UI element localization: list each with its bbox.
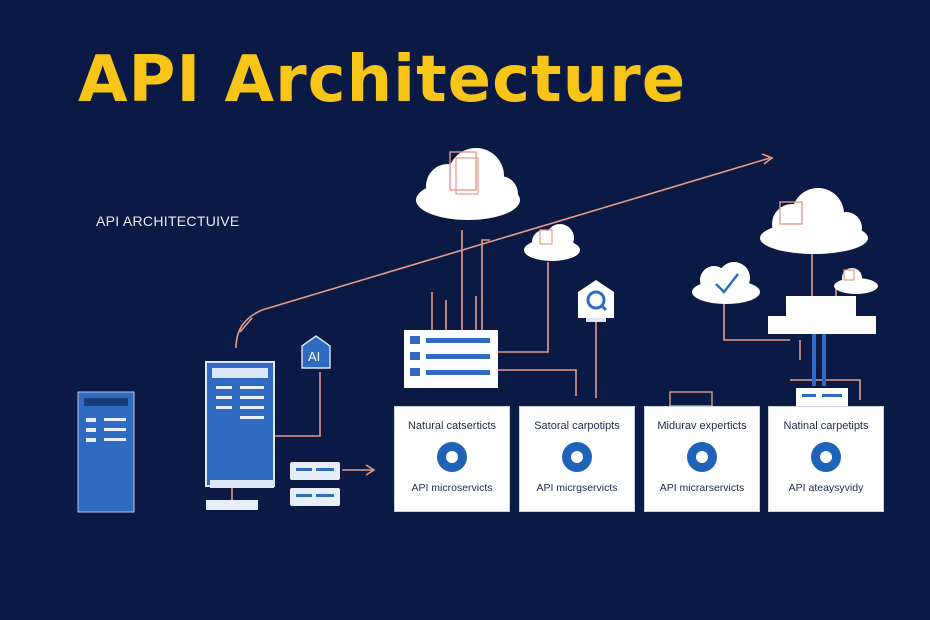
page-title: API Architecture (78, 43, 687, 117)
diagram-subtitle: API ARCHITECTUIVE (96, 213, 240, 229)
tiny-cloud-icon (834, 268, 878, 294)
card-label: API micrgservicts (536, 482, 618, 494)
card-label: API ateaysyvidy (788, 482, 864, 494)
ai-shield-icon: AI (301, 335, 331, 369)
card-label: API micrarservicts (659, 482, 745, 494)
right-server-platforms (768, 296, 876, 406)
card-link-bracket (669, 391, 713, 407)
ring-icon (562, 442, 592, 472)
left-server (77, 391, 135, 513)
service-card[interactable]: Satoral carpotipts API micrgservicts (519, 406, 635, 512)
card-caption: Natinal carpetipts (783, 420, 869, 432)
request-stack (290, 462, 340, 506)
service-card[interactable]: Natinal carpetipts API ateaysyvidy (768, 406, 884, 512)
small-cloud-icon (524, 224, 580, 261)
ring-icon (687, 442, 717, 472)
card-caption: Midurav experticts (657, 420, 747, 432)
main-flow-arrow (235, 157, 771, 349)
api-gateway-rack (404, 330, 498, 388)
card-caption: Satoral carpotipts (534, 420, 620, 432)
ai-badge-label: AI (308, 349, 320, 364)
right-cloud-icon (760, 188, 868, 254)
server-to-ai-connector (272, 372, 321, 437)
search-shield-icon (578, 280, 614, 322)
card-label: API microservicts (411, 482, 493, 494)
card-caption: Natural catserticts (407, 420, 497, 432)
ring-icon (437, 442, 467, 472)
ring-icon (811, 442, 841, 472)
cloud-icon (416, 148, 520, 220)
main-server (205, 361, 275, 510)
service-card[interactable]: Midurav experticts API micrarservicts (644, 406, 760, 512)
check-cloud-icon (692, 262, 760, 304)
main-flow-arrowhead (761, 153, 774, 165)
service-card[interactable]: Natural catserticts API microservicts (394, 406, 510, 512)
